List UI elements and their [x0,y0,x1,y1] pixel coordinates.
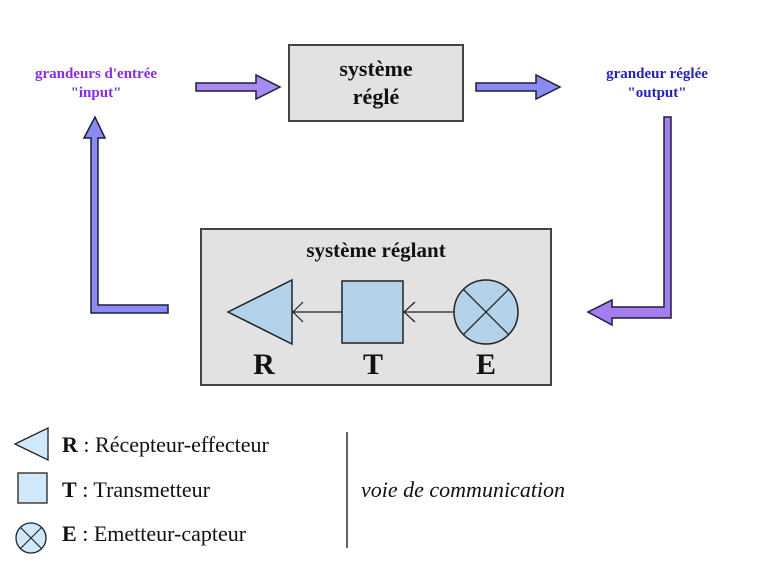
output-label-line2: "output" [627,85,686,101]
legend-item-e: E : Emetteur-capteur [62,521,247,546]
legend-label-t: Transmetteur [93,477,210,502]
communication-channel-note: voie de communication [361,477,565,502]
component-letter-e: E [476,348,496,381]
component-letter-r: R [253,348,275,381]
component-letter-t: T [363,348,383,381]
legend-separator: : [77,521,94,546]
legend-square-icon [17,472,48,504]
comm-arrowhead-t [403,301,416,323]
legend-separator: : [77,477,94,502]
legend-triangle-left-icon [13,426,49,462]
controlled-system-line1: système [339,56,413,81]
legend-item-r: R : Récepteur-effecteur [62,432,269,457]
controlled-system-line2: réglé [353,84,400,109]
arrow-controller-to-input [82,115,169,314]
legend-label-e: Emetteur-capteur [94,521,247,546]
legend-letter-t: T [62,477,77,502]
controlling-system-title: système réglant [306,238,445,262]
legend-label-r: Récepteur-effecteur [95,432,269,457]
input-label-line2: "input" [71,85,122,101]
circle-cross-icon [453,279,519,345]
legend-separator: : [78,432,95,457]
legend-circle-cross-icon [15,522,47,554]
legend-letter-r: R [62,432,79,457]
triangle-left-icon [226,278,293,346]
legend-letter-e: E [62,521,77,546]
arrow-output-to-controller [586,116,672,327]
legend-item-t: T : Transmetteur [62,477,211,502]
arrow-input-to-system [195,73,282,101]
comm-arrowhead-r [292,301,304,323]
square-icon [341,280,404,344]
output-label-line1: grandeur réglée [606,66,708,82]
controlled-system-box [288,44,464,122]
input-label-line1: grandeurs d'entrée [35,66,157,82]
arrow-system-to-output [475,73,562,101]
